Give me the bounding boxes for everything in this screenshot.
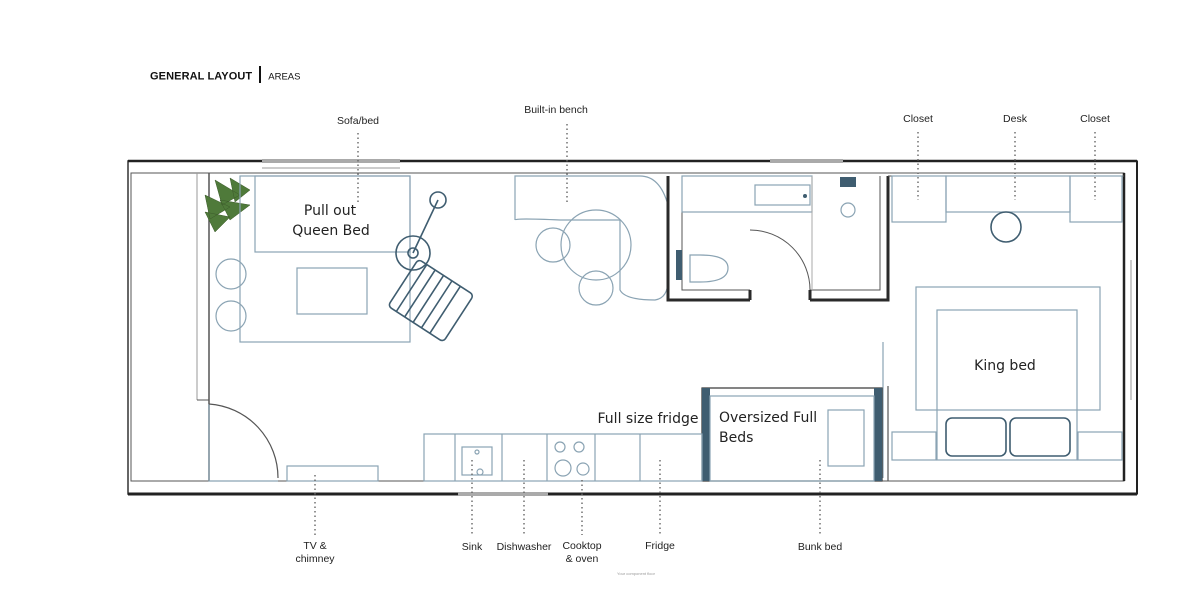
title-areas: AREAS <box>268 71 301 83</box>
label-sofa-bed: Sofa/bed <box>337 115 379 127</box>
annotation-king-bed: King bed <box>974 358 1036 374</box>
bathroom-door-swing <box>749 229 811 291</box>
entry-door-swing <box>208 403 279 479</box>
bathroom <box>666 175 890 302</box>
exterior-walls <box>127 159 1138 496</box>
leader-lines <box>314 124 1096 535</box>
nightstand-left <box>891 431 937 461</box>
title-divider <box>259 66 262 83</box>
label-bunk-bed: Bunk bed <box>798 541 843 553</box>
label-closet-right: Closet <box>1080 113 1110 125</box>
nightstand-right <box>1077 431 1123 461</box>
dining-area <box>514 175 669 306</box>
entry-area <box>196 173 279 482</box>
bunk-pillow <box>827 409 865 467</box>
annotation-oversized-line2: Beds <box>719 430 753 446</box>
diagram-title: GENERAL LAYOUT AREAS <box>150 66 301 85</box>
cooktop-burner-3 <box>554 459 572 477</box>
label-closet-left: Closet <box>903 113 933 125</box>
annotation-pull-out-line2: Queen Bed <box>292 223 370 239</box>
closet-right <box>1069 175 1123 223</box>
kitchen-sink <box>461 446 493 476</box>
cooktop-burner-4 <box>576 462 590 476</box>
pillow-right <box>1009 417 1071 457</box>
bedroom <box>882 175 1124 481</box>
bathroom-sink <box>754 184 811 206</box>
annotation-pull-out-line1: Pull out <box>304 203 357 219</box>
label-fridge: Fridge <box>645 540 675 552</box>
pillow-left <box>945 417 1007 457</box>
built-in-bench <box>514 175 669 301</box>
annotation-oversized-line1: Oversized Full <box>719 410 817 426</box>
dining-table <box>560 209 632 281</box>
label-tv-line1: TV & <box>303 540 326 552</box>
stool-1 <box>215 258 247 290</box>
pull-out-queen-bed <box>254 175 411 253</box>
king-bed-frame <box>915 286 1101 411</box>
shower-head <box>840 177 856 187</box>
label-sink: Sink <box>462 541 483 553</box>
sofa-bed-frame <box>239 175 411 343</box>
label-cooktop-line2: & oven <box>566 553 599 565</box>
closet-left <box>891 175 947 223</box>
coffee-table <box>296 267 368 315</box>
shower-drain <box>840 202 856 218</box>
dining-chair-1 <box>535 227 571 263</box>
label-desk: Desk <box>1003 113 1028 125</box>
label-built-in-bench: Built-in bench <box>524 104 588 116</box>
label-cooktop-line1: Cooktop <box>562 540 601 552</box>
desk-chair <box>990 211 1022 243</box>
floor-lamp-base <box>395 235 431 271</box>
title-general-layout: GENERAL LAYOUT <box>150 70 253 83</box>
bathroom-vanity <box>681 175 813 213</box>
cooktop-burner-1 <box>554 441 566 453</box>
footnote: Your component floor <box>617 571 656 576</box>
bunk-bed <box>709 395 875 482</box>
desk <box>945 175 1071 213</box>
dining-chair-2 <box>578 270 614 306</box>
stool-2 <box>215 300 247 332</box>
label-dishwasher: Dishwasher <box>497 541 552 553</box>
plant-icon <box>204 177 251 233</box>
kitchen-counter <box>423 433 703 496</box>
label-tv-line2: chimney <box>295 553 335 565</box>
cooktop-burner-2 <box>573 441 585 453</box>
annotation-full-size-fridge: Full size fridge <box>598 411 699 427</box>
toilet <box>689 254 729 283</box>
king-bed <box>936 309 1078 461</box>
living-area <box>215 175 474 343</box>
tv-unit <box>286 465 379 482</box>
lounge-chair <box>388 259 474 342</box>
